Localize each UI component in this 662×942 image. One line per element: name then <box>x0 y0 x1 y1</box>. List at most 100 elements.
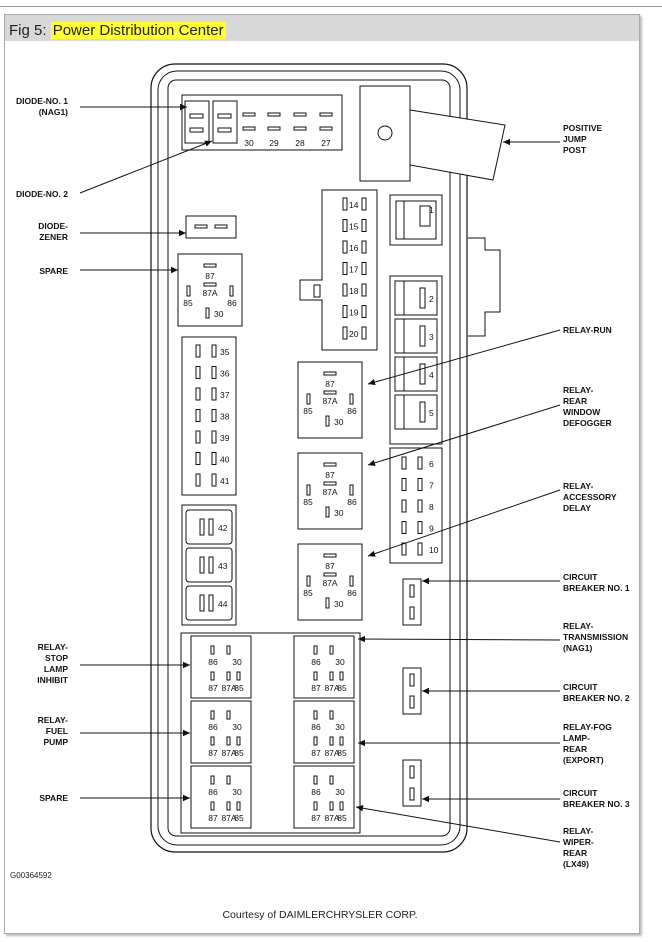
pin-30 <box>205 307 210 319</box>
fuse-10-label: 10 <box>429 545 439 555</box>
pin-30-label: 30 <box>232 657 242 667</box>
leader-diode-zener-head <box>179 229 186 237</box>
label-transmission-line: RELAY- <box>563 621 594 631</box>
leader-fuel-pump-head <box>183 729 190 737</box>
label-defogger-line: RELAY- <box>563 385 594 395</box>
maxi-fuse-2 <box>394 280 438 316</box>
pin-87 <box>323 553 337 558</box>
fuse-38-label: 38 <box>220 412 230 422</box>
fuse-blade <box>417 478 423 491</box>
fuse-44-label: 44 <box>218 599 228 609</box>
fuse-3-label: 3 <box>429 332 434 342</box>
fuse-blade <box>361 326 367 340</box>
fuse-terminal <box>319 126 333 131</box>
circuit-breaker-2 <box>402 667 422 715</box>
fuse-15-label: 15 <box>349 222 359 232</box>
fuse-blade <box>417 542 423 556</box>
fuse-blade <box>361 262 367 275</box>
pin-30 <box>325 415 330 427</box>
fuse-terminal <box>267 112 281 117</box>
leader-transmission <box>357 638 561 641</box>
relay-spare-bottom-body <box>190 765 252 829</box>
fuse-40-label: 40 <box>220 455 230 465</box>
fuse-blade <box>401 542 407 556</box>
housing-outer <box>150 63 468 853</box>
housing-panel <box>167 79 451 837</box>
fuse-slot <box>313 284 321 298</box>
pin-87a-label: 87A <box>322 487 337 497</box>
relay-fuel-pump-body <box>190 700 252 764</box>
maxi-fuse-blade <box>419 205 431 227</box>
fuse-blade <box>211 387 217 401</box>
pin-85 <box>339 736 344 746</box>
fuse-blade <box>195 344 201 358</box>
diode-fuse-block <box>181 94 343 151</box>
pin-87-label: 87 <box>208 683 218 693</box>
pin-86 <box>210 710 215 720</box>
fuse-blade <box>401 521 407 534</box>
pin-87 <box>210 671 215 681</box>
fuse-terminal <box>293 126 307 131</box>
leader-spare-bottom-head <box>183 794 190 802</box>
fuse-6-label: 6 <box>429 459 434 469</box>
label-cb1-line: CIRCUIT <box>563 572 598 582</box>
label-defogger-line: DEFOGGER <box>563 418 612 428</box>
pin-30 <box>329 710 334 720</box>
fuse-16-label: 16 <box>349 243 359 253</box>
pin-87a-label: 87A <box>324 813 339 823</box>
maxi-fuse-4 <box>394 356 438 392</box>
pin-30 <box>329 775 334 785</box>
fuse-blade <box>195 452 201 465</box>
fuse-terminal <box>242 112 256 117</box>
fuse-7-label: 7 <box>429 481 434 491</box>
pin-87a-label: 87A <box>322 578 337 588</box>
fuse-blade <box>199 594 205 612</box>
fuse-blade <box>199 556 205 574</box>
fuse-block-35-41 <box>181 336 237 496</box>
pin-87 <box>203 263 217 268</box>
breaker-blade <box>409 787 415 801</box>
fuse-blade <box>361 240 367 254</box>
diode-no1 <box>184 100 210 144</box>
leader-diode-1-head <box>180 103 187 111</box>
fuse-blade <box>417 456 423 470</box>
label-transmission-line: (NAG1) <box>563 643 592 653</box>
fuse-blade <box>417 499 423 513</box>
pin-86 <box>349 575 354 587</box>
diode-terminal <box>194 224 208 229</box>
fuse-44-cell <box>185 585 233 621</box>
leader-defogger-head <box>368 459 376 466</box>
pin-87a-label: 87A <box>324 748 339 758</box>
callout-labels: DIODE-NO. 1(NAG1)DIODE-NO. 2DIODE-ZENERS… <box>16 96 630 869</box>
label-wiper-line: (LX49) <box>563 859 589 869</box>
fuse-35-label: 35 <box>220 347 230 357</box>
label-diode1-line: (NAG1) <box>39 107 68 117</box>
fuse-4-label: 4 <box>429 370 434 380</box>
pin-87a-label: 87A <box>221 683 236 693</box>
fuse-9-label: 9 <box>429 524 434 534</box>
fuse-17-label: 17 <box>349 265 359 275</box>
pin-87-label: 87 <box>311 748 321 758</box>
breaker-blade <box>409 695 415 709</box>
label-spare1-line: SPARE <box>39 266 68 276</box>
leader-circuit-breaker-1-head <box>422 577 429 585</box>
pin-30 <box>325 506 330 518</box>
label-stoplamp-line: INHIBIT <box>37 675 69 685</box>
pin-85 <box>306 575 311 587</box>
label-spare2: SPARE <box>39 793 68 803</box>
pin-85-label: 85 <box>337 683 347 693</box>
pin-30 <box>226 775 231 785</box>
breaker-blade <box>409 673 415 687</box>
diode-terminal <box>217 113 232 119</box>
pin-87 <box>313 801 318 811</box>
fuse-blade <box>211 473 217 487</box>
circuit-breaker-3 <box>402 759 422 807</box>
label-positive-line: POST <box>563 145 587 155</box>
label-cb2-line: BREAKER NO. 2 <box>563 693 630 703</box>
diode-terminal <box>217 127 232 133</box>
